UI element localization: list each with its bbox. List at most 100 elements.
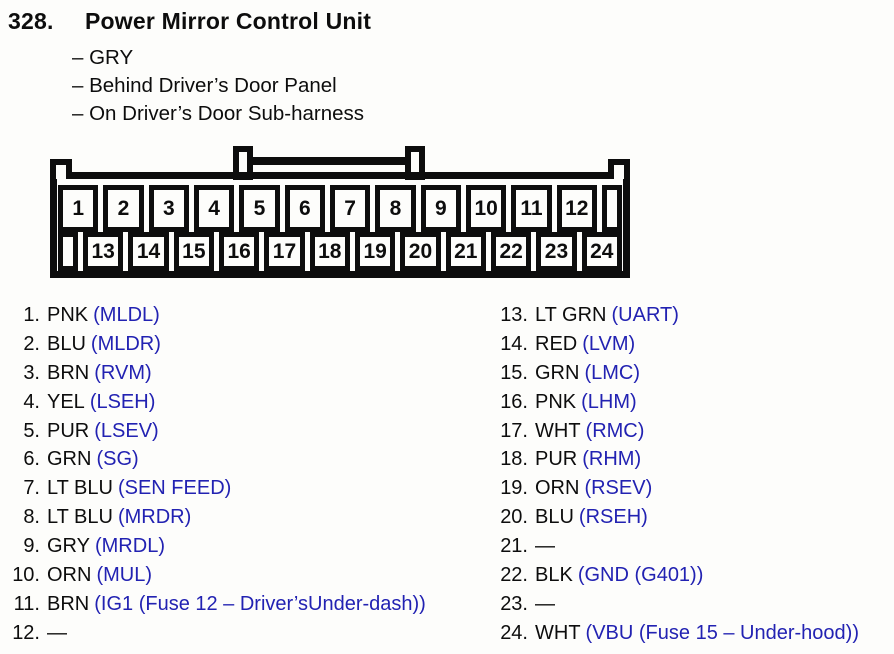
page-title: 328. Power Mirror Control Unit: [8, 8, 371, 35]
signal-name: (LSEH): [89, 390, 156, 413]
pinout-row: 13. LT GRN(UART): [482, 303, 859, 332]
wire-color: RED: [535, 332, 578, 355]
pin-number: 17.: [500, 419, 528, 442]
pinout-row: 4. YEL(LSEH): [0, 390, 426, 419]
signal-name: (VBU (Fuse 15 – Under-hood)): [585, 621, 859, 644]
wire-color: —: [47, 621, 67, 644]
connector-latch-bar: [250, 157, 408, 165]
wire-color: GRN: [535, 361, 580, 384]
header-detail-line: – Behind Driver’s Door Panel: [72, 74, 337, 97]
signal-name: (GND (G401)): [577, 564, 704, 587]
connector-pin-14: 14: [128, 232, 169, 271]
pinout-row: 7. LT BLU(SEN FEED): [0, 476, 426, 505]
connector-pin-1: 1: [58, 185, 99, 232]
connector-pin-18: 18: [309, 232, 350, 271]
pin-number: 12.: [12, 621, 40, 644]
signal-name: (RMC): [585, 419, 645, 442]
wire-color: BLU: [47, 332, 86, 355]
pin-number: 14.: [500, 332, 528, 355]
pin-number: 5.: [23, 419, 40, 442]
signal-name: (MRDL): [94, 535, 165, 558]
connector-corner-tab-right: [608, 159, 630, 179]
pin-number: 16.: [500, 390, 528, 413]
pinout-row: 16.PNK(LHM): [482, 390, 859, 419]
wire-color: PUR: [535, 448, 578, 471]
connector-pin-13: 13: [83, 232, 124, 271]
connector-pin-20: 20: [400, 232, 441, 271]
pinout-row: 8. LT BLU(MRDR): [0, 505, 426, 534]
signal-name: (RSEH): [578, 506, 648, 529]
wire-color: —: [535, 535, 555, 558]
wire-color: YEL: [47, 390, 85, 413]
pinout-row: 12. —: [0, 621, 426, 650]
wire-color: LT BLU: [47, 477, 113, 500]
section-title: Power Mirror Control Unit: [85, 8, 372, 34]
pinout-row: 2. BLU(MLDR): [0, 332, 426, 361]
pin-number: 7.: [23, 477, 40, 500]
pin-number: 11.: [13, 592, 40, 615]
signal-name: (MUL): [96, 564, 152, 587]
wire-color: LT BLU: [47, 506, 113, 529]
pin-number: 23.: [500, 592, 528, 615]
connector-pin-10: 10: [465, 185, 507, 232]
pinout-row: 1.PNK(MLDL): [0, 303, 426, 332]
wire-color: PNK: [47, 304, 89, 326]
signal-name: (RHM): [582, 448, 642, 471]
connector-pin-5: 5: [239, 185, 280, 232]
connector-pin-22: 22: [490, 232, 532, 271]
signal-name: (UART): [611, 304, 679, 326]
pin-number: 8.: [23, 506, 40, 529]
pinout-row: 22.BLK(GND (G401)): [482, 563, 859, 592]
wire-color: LT GRN: [535, 304, 607, 326]
pin-number: 3.: [23, 361, 40, 384]
pinout-row: 19.ORN(RSEV): [482, 476, 859, 505]
header-detail-line: – On Driver’s Door Sub-harness: [72, 102, 365, 125]
wire-color: GRY: [47, 535, 90, 558]
pinout-row: 18. PUR(RHM): [482, 447, 859, 476]
pin-number: 4.: [23, 390, 40, 413]
connector-pin-8: 8: [375, 185, 416, 232]
wire-color: GRN: [47, 448, 92, 471]
pinout-row: 23. —: [482, 592, 859, 621]
pin-number: 13.: [500, 304, 528, 326]
signal-name: (LMC): [584, 361, 640, 384]
pin-number: 6.: [23, 448, 40, 471]
signal-name: (IG1 (Fuse 12 – Driver’sUnder-dash)): [94, 592, 426, 615]
section-number: 328.: [8, 8, 54, 34]
pinout-row: 11.BRN(IG1 (Fuse 12 – Driver’sUnder-dash…: [0, 592, 426, 621]
signal-name: (SG): [96, 448, 139, 471]
connector-pin-24: 24: [581, 232, 622, 271]
pinout-row: 9. GRY(MRDL): [0, 534, 426, 563]
signal-name: (RVM): [94, 361, 152, 384]
wire-color: WHT: [535, 419, 581, 442]
pinout-left-column: 1.PNK(MLDL)2.BLU(MLDR)3.BRN(RVM)4.YEL(LS…: [0, 303, 426, 650]
signal-name: (MRDR): [117, 506, 192, 529]
pinout-row: 24.WHT(VBU (Fuse 15 – Under-hood)): [482, 621, 859, 650]
pinout-row: 20.BLU(RSEH): [482, 505, 859, 534]
pin-number: 18.: [500, 448, 528, 471]
connector-pin-17: 17: [264, 232, 305, 271]
pin-number: 24.: [500, 621, 528, 644]
wire-color: —: [535, 592, 555, 615]
connector-pin-3: 3: [148, 185, 189, 232]
connector-blank-cavity: [601, 185, 622, 232]
connector-pin-6: 6: [284, 185, 325, 232]
signal-name: (MLDL): [93, 304, 160, 326]
header-details: – GRY– Behind Driver’s Door Panel– On Dr…: [72, 44, 364, 128]
signal-name: (MLDR): [90, 332, 161, 355]
pinout-row: 15.GRN(LMC): [482, 361, 859, 390]
connector-pin-12: 12: [556, 185, 597, 232]
signal-name: (LSEV): [94, 419, 159, 442]
connector-pin-11: 11: [511, 185, 552, 232]
connector-pin-19: 19: [354, 232, 396, 271]
signal-name: (SEN FEED): [117, 477, 232, 500]
connector-pin-4: 4: [193, 185, 235, 232]
connector-pin-23: 23: [536, 232, 577, 271]
pin-number: 20.: [500, 506, 528, 529]
connector-corner-tab-left: [50, 159, 72, 179]
pin-number: 9.: [23, 535, 40, 558]
pin-number: 2.: [23, 332, 40, 355]
pinout-row: 10.ORN(MUL): [0, 563, 426, 592]
